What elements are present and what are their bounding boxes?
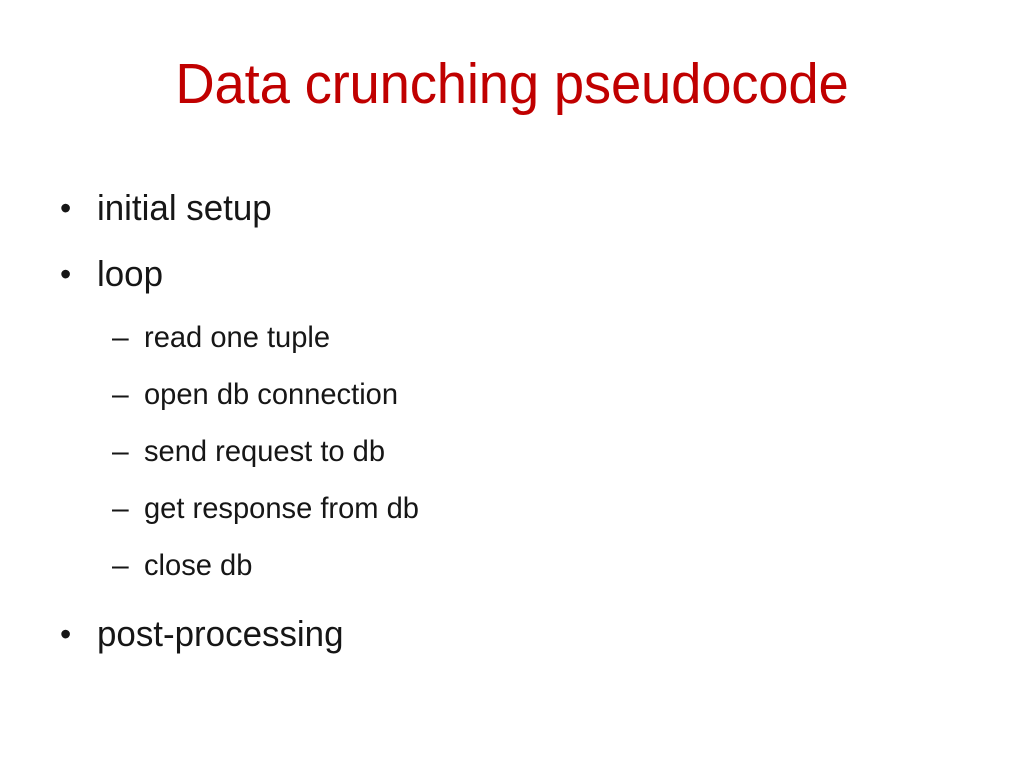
bullet-list: • initial setup • loop – read one tuple … [0, 186, 1024, 678]
list-item: – read one tuple [0, 318, 1024, 375]
list-item: – open db connection [0, 375, 1024, 432]
dash-marker-icon: – [112, 492, 129, 525]
dash-marker-icon: – [112, 321, 129, 354]
list-item: • initial setup [0, 186, 1024, 252]
list-item: • loop [0, 252, 1024, 318]
list-item: • post-processing [0, 612, 1024, 678]
list-item-label: close db [144, 549, 253, 582]
bullet-marker-icon: • [60, 256, 72, 292]
list-item-label: send request to db [144, 435, 386, 468]
page-title: Data crunching pseudocode [175, 52, 849, 116]
list-item: – close db [0, 546, 1024, 603]
dash-marker-icon: – [112, 378, 129, 411]
list-item-label: get response from db [144, 492, 419, 525]
bullet-marker-icon: • [60, 616, 72, 652]
list-item-label: loop [97, 253, 164, 294]
dash-marker-icon: – [112, 435, 129, 468]
dash-marker-icon: – [112, 549, 129, 582]
list-item-label: initial setup [97, 187, 272, 228]
list-item: – get response from db [0, 489, 1024, 546]
bullet-marker-icon: • [60, 190, 72, 226]
list-item-label: read one tuple [144, 321, 331, 354]
list-item: – send request to db [0, 432, 1024, 489]
list-item-label: post-processing [97, 613, 344, 654]
list-item-label: open db connection [144, 378, 399, 411]
